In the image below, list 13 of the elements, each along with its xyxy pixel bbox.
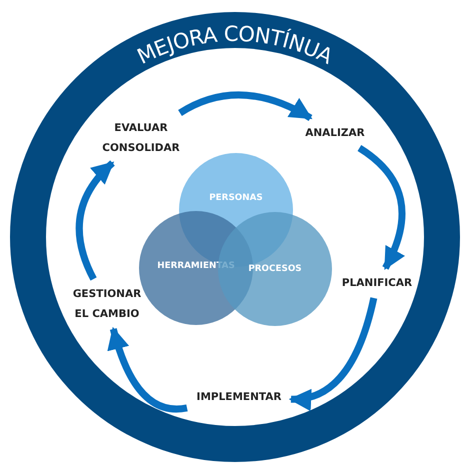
stage-label: GESTIONAR EL CAMBIO xyxy=(64,282,150,326)
circle-label: PERSONAS xyxy=(209,193,263,203)
curved-arrow xyxy=(178,92,312,122)
curved-arrow xyxy=(108,326,188,412)
curved-arrow xyxy=(357,145,406,270)
stage-label: IMPLEMENTAR xyxy=(190,385,288,409)
stage-label: ANALIZAR xyxy=(300,121,370,145)
ring-band xyxy=(10,12,460,462)
stage-label: PLANIFICAR xyxy=(334,271,420,295)
curved-arrow xyxy=(288,297,378,410)
stage-label: EVALUAR CONSOLIDAR xyxy=(98,116,184,160)
circle-label: PROCESOS xyxy=(248,264,302,274)
curved-arrow xyxy=(76,160,115,281)
